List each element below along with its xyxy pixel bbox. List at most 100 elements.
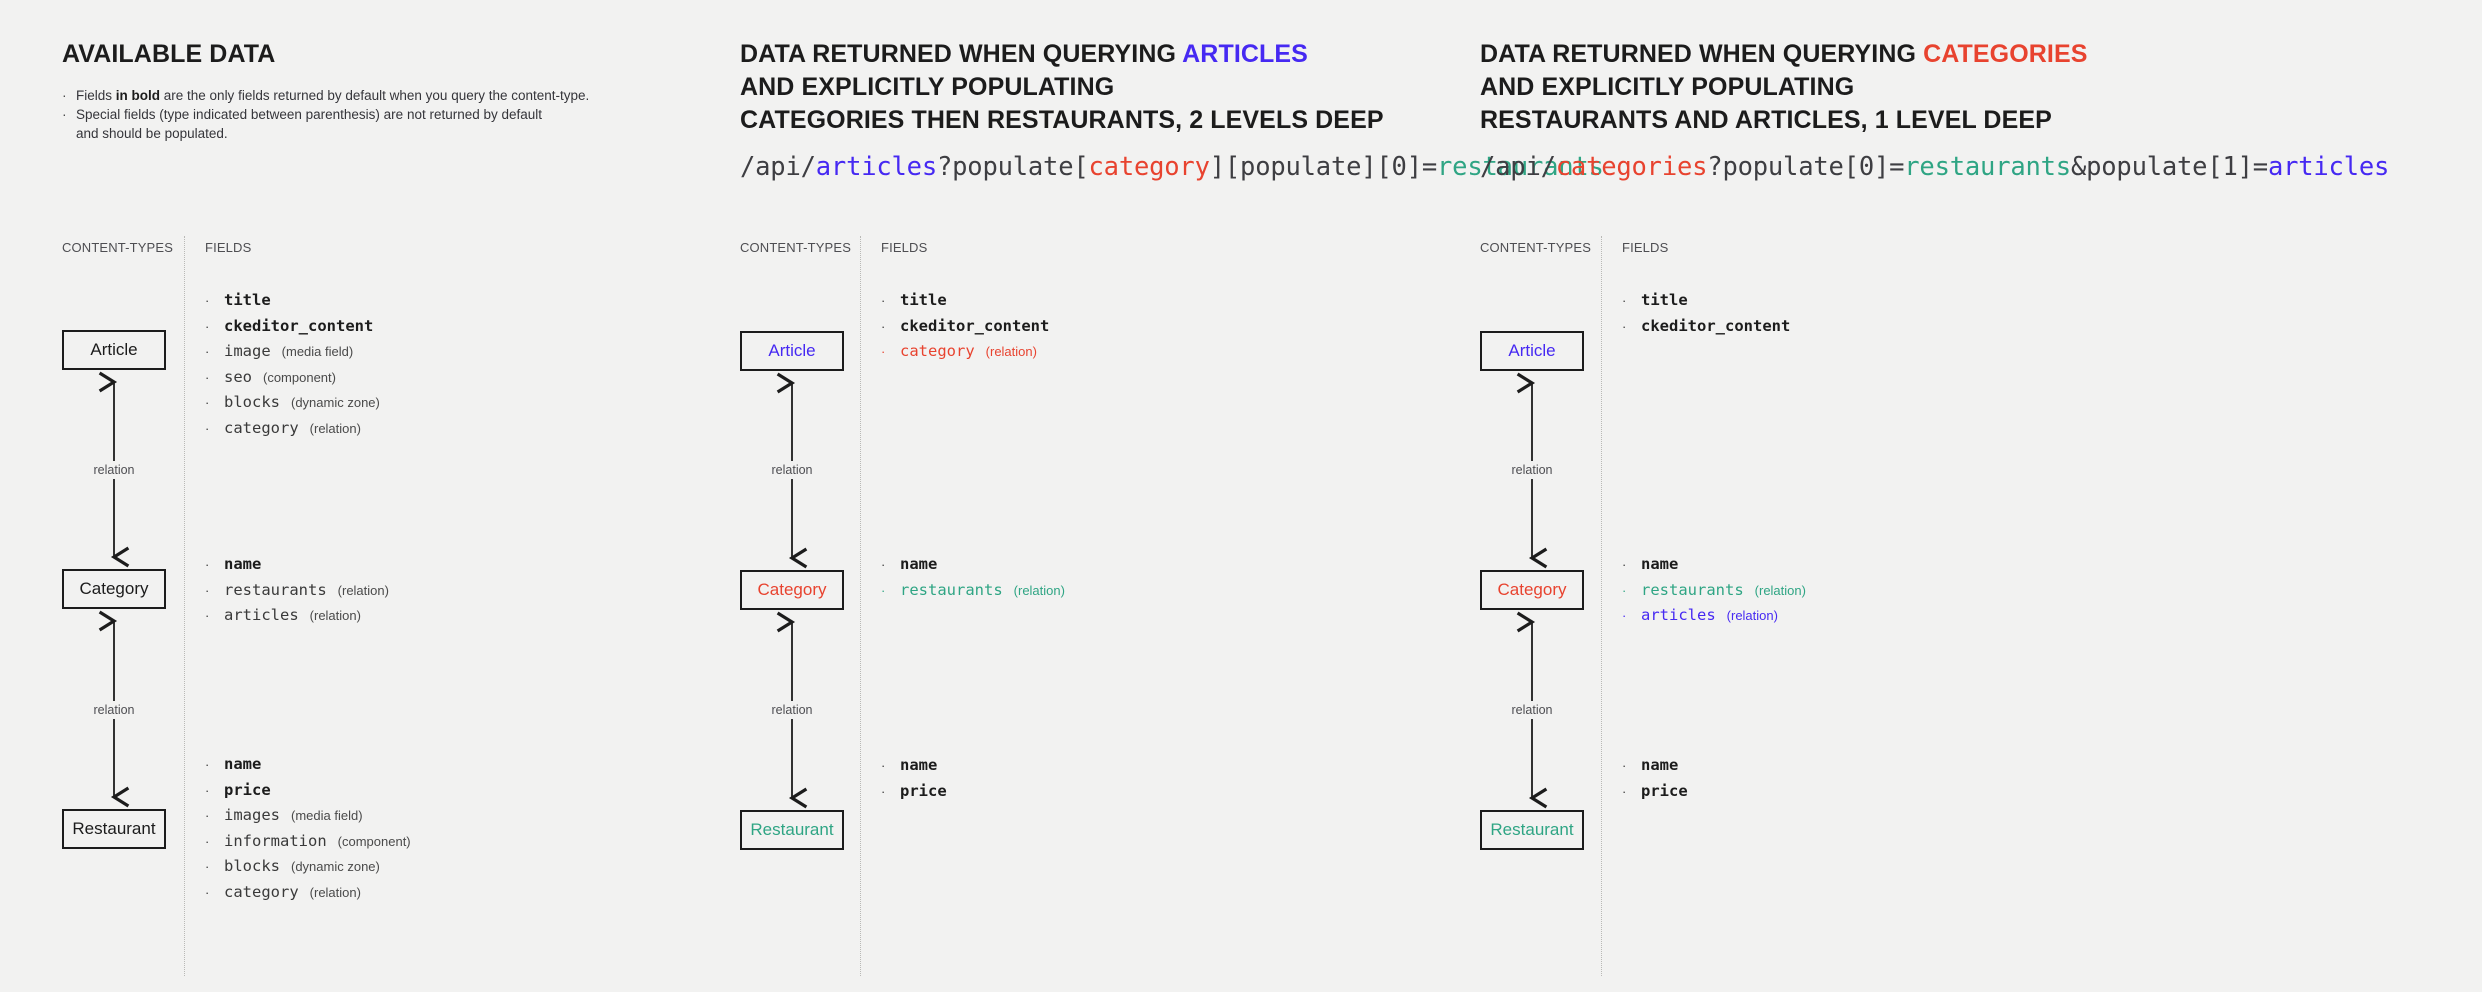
field-name: images	[224, 806, 280, 824]
note-item: · Fields in bold are the only fields ret…	[62, 86, 682, 105]
field-row: ·seo(component)	[205, 365, 380, 391]
bullet-icon: ·	[881, 783, 886, 799]
highlight-categories: CATEGORIES	[1923, 40, 2088, 68]
panel2-title-line2: AND EXPLICITLY POPULATING	[740, 73, 1115, 101]
column-header-content-types: CONTENT-TYPES	[1480, 240, 1592, 255]
field-list-article: ·title·ckeditor_content·image(media fiel…	[205, 288, 380, 441]
bullet-icon: ·	[881, 582, 886, 598]
bullet-icon: ·	[205, 833, 210, 849]
field-name: price	[1641, 781, 1688, 800]
bullet-icon: ·	[1622, 293, 1627, 308]
bullet-icon: ·	[1622, 783, 1627, 799]
bullet-icon: ·	[205, 582, 210, 598]
field-type: (relation)	[1013, 582, 1065, 598]
field-type: (relation)	[985, 344, 1037, 359]
field-list-category: ·name·restaurants(relation)·articles(rel…	[205, 552, 389, 629]
field-row: ·price	[881, 779, 947, 805]
entity-box-category[interactable]: Category	[1480, 570, 1584, 610]
field-name: restaurants	[1641, 580, 1744, 599]
panel2-title-line3: CATEGORIES THEN RESTAURANTS, 2 LEVELS DE…	[740, 106, 1384, 134]
url-segment: ?populate[	[936, 152, 1089, 182]
bullet-icon: ·	[205, 757, 210, 772]
bullet-icon: ·	[205, 859, 210, 874]
url-segment: ?populate[0]=	[1707, 152, 1905, 182]
entity-box-article[interactable]: Article	[740, 331, 844, 371]
field-list-category: ·name · restaurants (relation)	[881, 552, 1065, 603]
field-row: ·category(relation)	[881, 339, 1049, 365]
field-list-restaurant: · name · price	[1622, 753, 1688, 804]
field-type: (relation)	[309, 420, 361, 436]
url-segment: /api/	[740, 152, 816, 182]
field-list-restaurant: · name ·price	[881, 753, 947, 804]
field-name: title	[1641, 291, 1688, 309]
field-row: ·restaurants(relation)	[1622, 578, 1806, 604]
relation-label: relation	[766, 461, 818, 479]
entity-box-restaurant[interactable]: Restaurant	[740, 810, 844, 850]
entity-box-category[interactable]: Category	[740, 570, 844, 610]
field-name: title	[900, 291, 947, 309]
bullet-icon: ·	[881, 758, 886, 773]
entity-box-category[interactable]: Category	[62, 569, 166, 609]
field-row: ·category(relation)	[205, 880, 411, 906]
entity-box-restaurant[interactable]: Restaurant	[1480, 810, 1584, 850]
bullet-icon: ·	[1622, 758, 1627, 773]
field-row: ·blocks(dynamic zone)	[205, 854, 411, 880]
field-type: (dynamic zone)	[291, 395, 380, 410]
column-header-fields: FIELDS	[881, 240, 928, 255]
field-row: ·title	[205, 288, 380, 314]
field-name: ckeditor_content	[1641, 316, 1791, 335]
bullet-icon: ·	[205, 608, 210, 623]
relation-label: relation	[1506, 701, 1558, 719]
field-row: · ckeditor_content	[205, 314, 380, 340]
field-name: seo	[224, 367, 252, 386]
field-name: restaurants	[900, 580, 1003, 599]
panel2-title-line1: DATA RETURNED WHEN QUERYING ARTICLES	[740, 40, 1308, 68]
bullet-icon: ·	[205, 782, 210, 798]
bullet-icon: ·	[205, 420, 210, 436]
note-text: Special fields (type indicated between p…	[76, 107, 543, 122]
field-list-article: ·title·ckeditor_content	[1622, 288, 1790, 339]
url-segment: categories	[1555, 152, 1708, 182]
field-type: (relation)	[1726, 608, 1778, 623]
column-header-fields: FIELDS	[205, 240, 252, 255]
field-row: ·price	[205, 778, 411, 804]
field-row: ·ckeditor_content	[881, 314, 1049, 340]
field-row: ·information(component)	[205, 829, 411, 855]
field-name: name	[1641, 555, 1679, 573]
field-row: ·name	[881, 552, 1065, 578]
entity-box-article[interactable]: Article	[1480, 331, 1584, 371]
entity-box-article[interactable]: Article	[62, 330, 166, 370]
field-name: restaurants	[224, 580, 327, 599]
relation-label: relation	[1506, 461, 1558, 479]
field-name: name	[900, 756, 938, 774]
panel1-title: AVAILABLE DATA	[62, 40, 276, 68]
panel3-title: DATA RETURNED WHEN QUERYING CATEGORIES A…	[1480, 38, 2088, 137]
entity-box-restaurant[interactable]: Restaurant	[62, 809, 166, 849]
field-name: name	[224, 555, 262, 573]
field-row: ·images(media field)	[205, 803, 411, 829]
bullet-icon: ·	[62, 106, 67, 122]
field-name: name	[1641, 756, 1679, 774]
url-segment: restaurants	[1437, 152, 1604, 182]
bullet-icon: ·	[1622, 582, 1627, 598]
panel-available-data: AVAILABLE DATA · Fields in bold are the …	[0, 0, 740, 992]
field-type: (relation)	[309, 608, 361, 623]
bullet-icon: ·	[205, 318, 210, 334]
bullet-icon: ·	[1622, 608, 1627, 623]
field-name: category	[224, 882, 299, 901]
panel-query-articles: DATA RETURNED WHEN QUERYING ARTICLES AND…	[740, 0, 1604, 992]
field-type: (component)	[263, 369, 336, 385]
field-name: ckeditor_content	[224, 316, 374, 335]
field-name: ckeditor_content	[900, 316, 1050, 335]
field-row: · price	[1622, 779, 1688, 805]
field-type: (relation)	[309, 884, 361, 900]
field-row: ·restaurants(relation)	[205, 578, 389, 604]
field-row: ·name	[205, 552, 389, 578]
field-type: (component)	[337, 833, 411, 849]
field-name: name	[224, 755, 262, 773]
relation-label: relation	[88, 701, 140, 719]
field-row: ·category(relation)	[205, 416, 380, 442]
url-segment: restaurants	[1904, 152, 2071, 182]
field-row: ·articles(relation)	[1622, 603, 1806, 629]
field-type: (media field)	[291, 808, 363, 823]
